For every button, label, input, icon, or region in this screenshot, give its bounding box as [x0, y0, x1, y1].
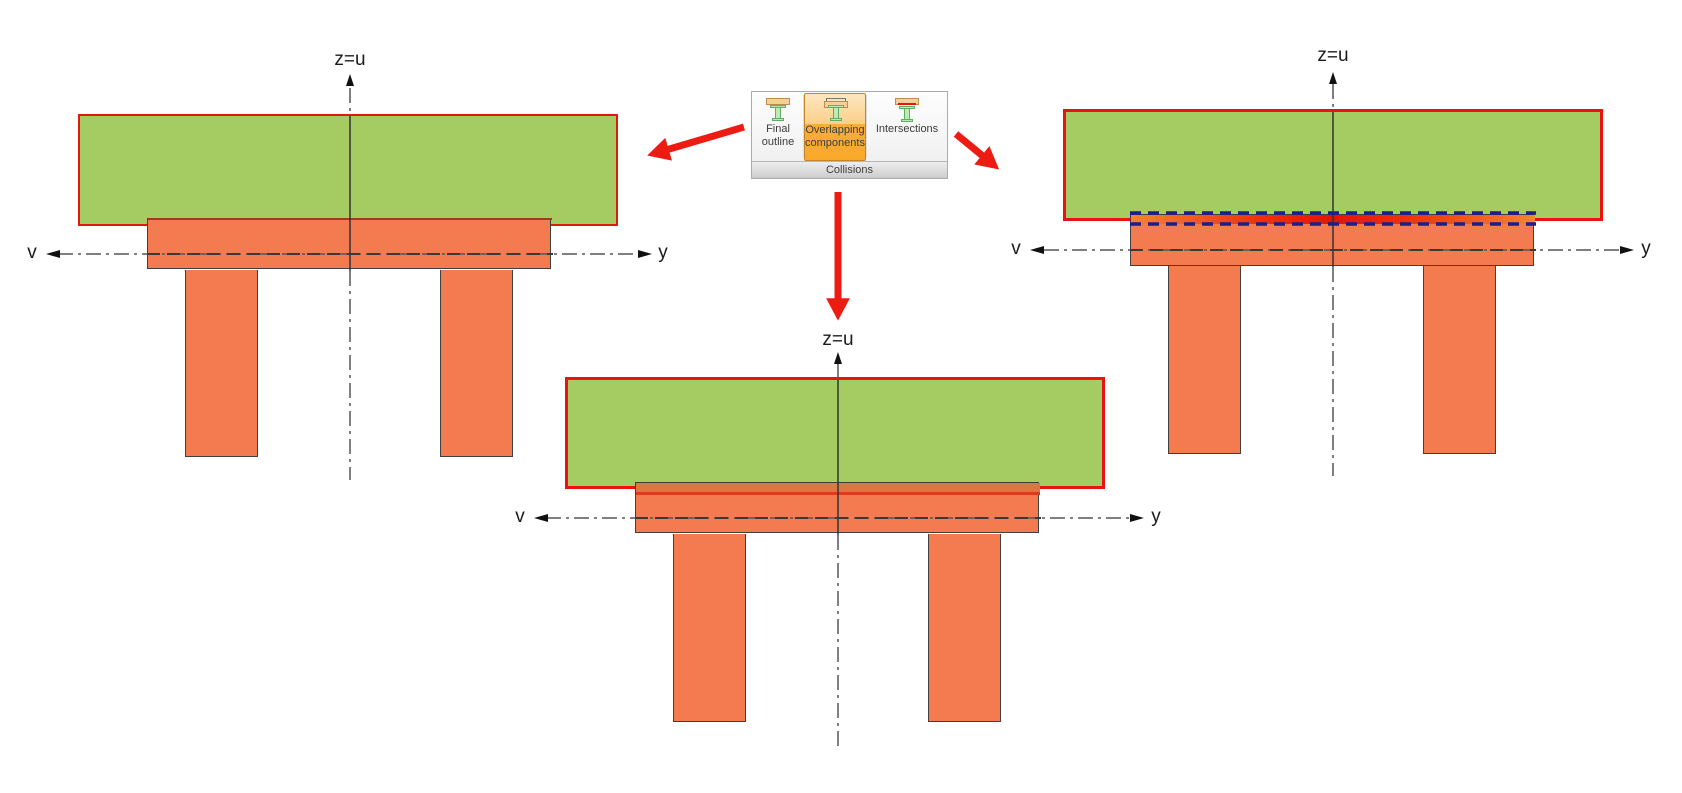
beam-right-web — [1423, 266, 1496, 454]
up-arrowhead — [346, 74, 354, 86]
middle-axes — [546, 362, 1140, 748]
beam-right-web — [928, 534, 1001, 722]
beam-left-web — [673, 534, 746, 722]
v-arrowhead — [46, 250, 60, 258]
slab-cross-section — [1063, 109, 1603, 221]
beam-slab-boundary-line — [148, 218, 552, 220]
final-outline-icon — [753, 97, 803, 123]
y-axis-label: y — [658, 242, 668, 263]
button-label-line1: Final — [766, 123, 790, 135]
v-axis-label: v — [1011, 238, 1021, 259]
beam-left-web — [1168, 266, 1241, 454]
y-arrowhead — [1620, 246, 1634, 254]
beam-top-flange — [1130, 214, 1534, 266]
beam-left-web — [185, 270, 258, 457]
right-axes — [1044, 84, 1630, 476]
v-arrowhead — [534, 514, 548, 522]
button-label-line1: Intersections — [875, 123, 939, 135]
z-axis-label: z=u — [334, 49, 366, 70]
ribbon-group-label: Collisions — [752, 161, 947, 178]
y-arrowhead — [1130, 514, 1144, 522]
y-axis-label: y — [1641, 238, 1651, 259]
overlapping-components-button[interactable]: Overlapping components — [804, 93, 866, 161]
left-axes — [58, 88, 648, 480]
up-arrowhead — [834, 352, 842, 364]
slab-border-through-beam — [636, 492, 1040, 495]
slab-cross-section — [78, 114, 618, 226]
beam-top-flange — [147, 218, 551, 269]
up-arrowhead — [1329, 72, 1337, 84]
beam-top-flange — [635, 482, 1039, 533]
button-label-line2: outline — [761, 136, 795, 148]
beam-right-web — [440, 270, 513, 457]
overlap-region — [636, 483, 1040, 492]
arrow-to-left-diagram — [647, 123, 745, 161]
y-arrowhead — [638, 250, 652, 258]
v-axis-label: v — [27, 242, 37, 263]
v-arrowhead — [1030, 246, 1044, 254]
separator — [866, 95, 867, 157]
intersection-dashed-outline — [1130, 211, 1536, 226]
collisions-ribbon-group: Final outline Overlapping components — [751, 91, 948, 179]
arrow-to-right-diagram — [953, 131, 1000, 170]
intersections-icon — [867, 97, 947, 123]
separator — [803, 95, 804, 157]
z-axis-label: z=u — [822, 329, 854, 350]
final-outline-button[interactable]: Final outline — [753, 93, 803, 161]
button-label-line2: components — [805, 137, 865, 149]
overlapping-components-icon — [805, 98, 865, 124]
intersection-region — [1131, 215, 1535, 224]
y-axis-label: y — [1151, 506, 1161, 527]
button-label-line1: Overlapping — [805, 124, 865, 136]
z-axis-label: z=u — [1317, 45, 1349, 66]
v-axis-label: v — [515, 506, 525, 527]
slab-cross-section — [565, 377, 1105, 489]
intersections-button[interactable]: Intersections — [867, 93, 947, 161]
